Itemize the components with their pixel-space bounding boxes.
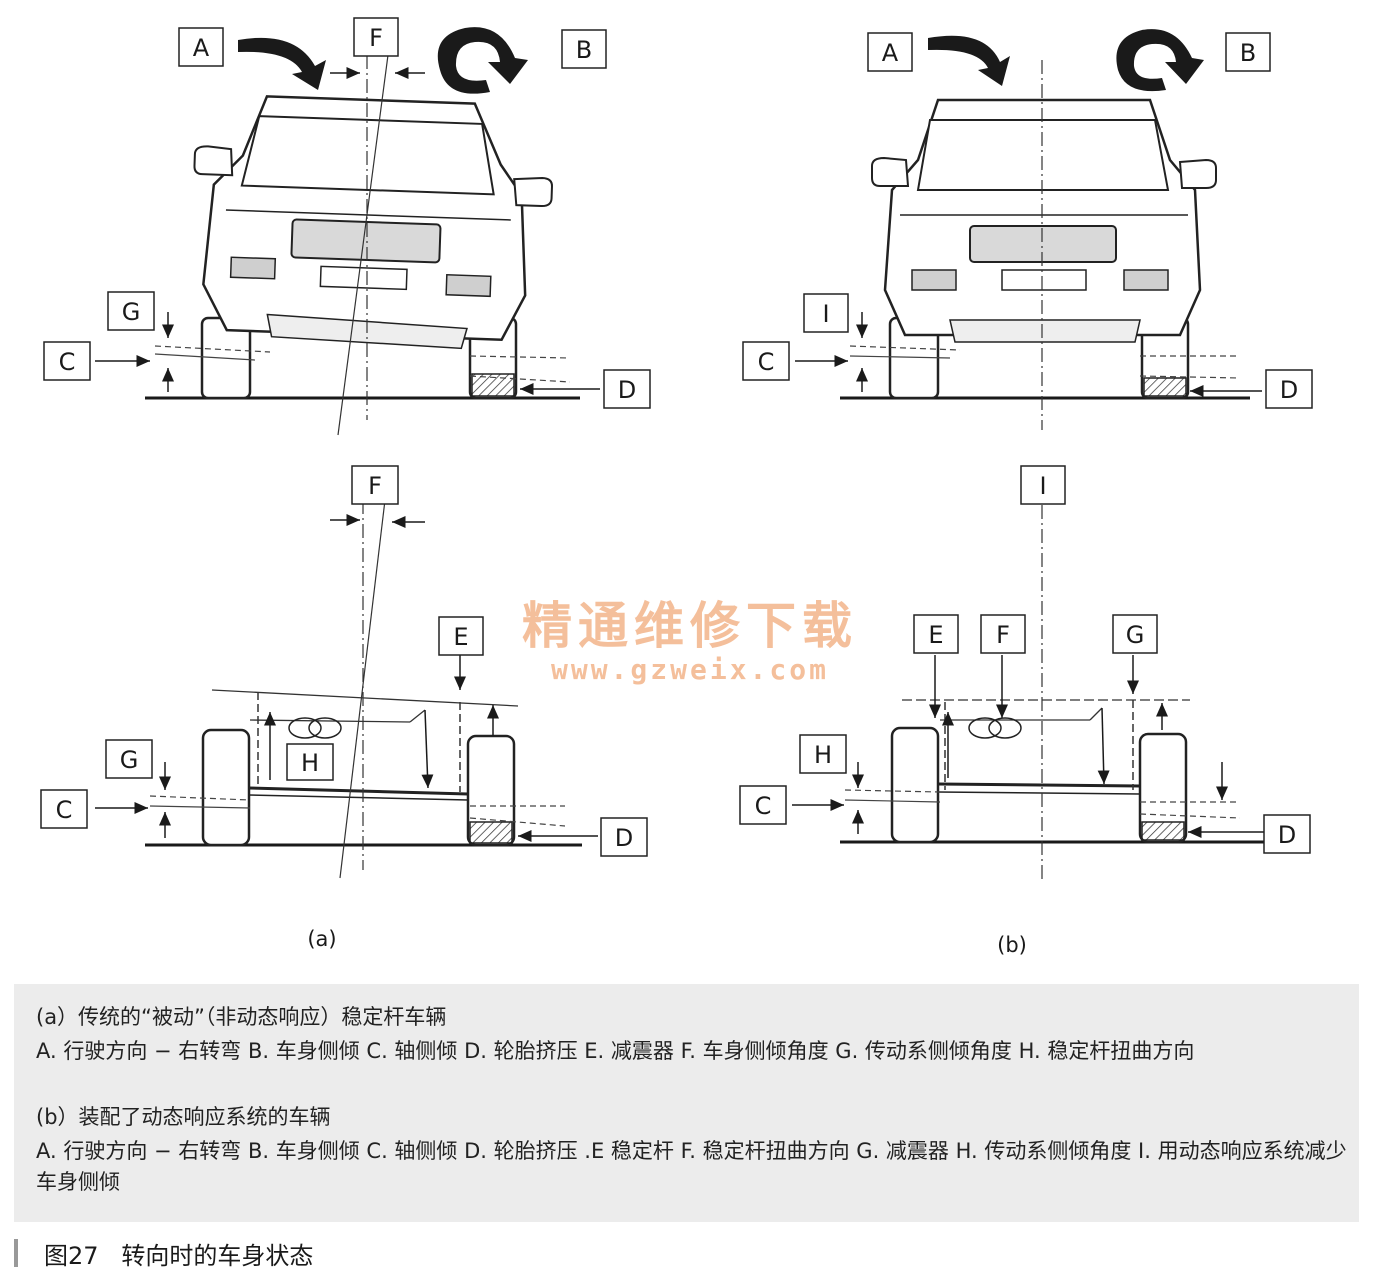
suspension-schematic-b (792, 505, 1268, 880)
label-d-schematic: D (615, 824, 633, 852)
label-f-schematic: F (368, 472, 382, 500)
label-a: A (193, 34, 210, 62)
arrow-b-icon (437, 27, 528, 94)
turning-body-state-diagram: A F B G C D (40, 17, 1313, 957)
caption-box: (a）传统的“被动”（非动态响应）稳定杆车辆 A. 行驶方向 − 右转弯 B. … (14, 984, 1359, 1222)
label-e-b: E (928, 621, 943, 649)
label-b-b: B (1240, 39, 1256, 67)
subfigure-b-label: (b) (997, 933, 1027, 957)
car-front-view-a (95, 27, 600, 436)
label-c-schematic: C (56, 796, 73, 824)
label-a-b: A (882, 39, 899, 67)
label-f-b: F (996, 621, 1010, 649)
figure-title: 图27 转向时的车身状态 (44, 1242, 314, 1270)
caption-b-title: (b）装配了动态响应系统的车辆 (36, 1105, 331, 1129)
label-g: G (122, 298, 141, 326)
suspension-schematic-a (95, 499, 598, 879)
label-d: D (618, 376, 636, 404)
arrow-b-icon (1116, 29, 1204, 92)
label-g-b: G (1126, 621, 1145, 649)
label-c: C (59, 348, 76, 376)
figure-title-marker (14, 1239, 18, 1267)
arrow-a-icon (928, 35, 1010, 86)
label-i: I (822, 300, 829, 328)
caption-a-legend: A. 行驶方向 − 右转弯 B. 车身侧倾 C. 轴侧倾 D. 轮胎挤压 E. … (36, 1039, 1195, 1063)
label-h-b: H (814, 741, 832, 769)
label-c-b: C (758, 348, 775, 376)
arrow-a-icon (238, 37, 326, 90)
label-d-b: D (1280, 376, 1298, 404)
caption-b-legend: A. 行驶方向 − 右转弯 B. 车身侧倾 C. 轴侧倾 D. 轮胎挤压 .E … (36, 1139, 1347, 1194)
label-e: E (453, 623, 468, 651)
watermark-chinese: 精通维修下载 (522, 597, 858, 655)
subfigure-a-label: (a) (307, 927, 336, 951)
watermark-url: www.gzweix.com (550, 653, 829, 686)
label-d-schematic-b: D (1278, 821, 1296, 849)
twist-icon (288, 717, 322, 739)
label-i-schematic: I (1039, 472, 1046, 500)
caption-a-title: (a）传统的“被动”（非动态响应）稳定杆车辆 (36, 1005, 447, 1029)
label-g-schematic: G (120, 746, 139, 774)
label-b: B (576, 36, 592, 64)
label-h: H (301, 749, 319, 777)
watermark: 精通维修下载 www.gzweix.com (500, 598, 880, 686)
twist-icon (968, 717, 1002, 739)
car-front-view-b (795, 29, 1262, 430)
label-c-schematic-b: C (755, 792, 772, 820)
label-f: F (369, 24, 383, 52)
